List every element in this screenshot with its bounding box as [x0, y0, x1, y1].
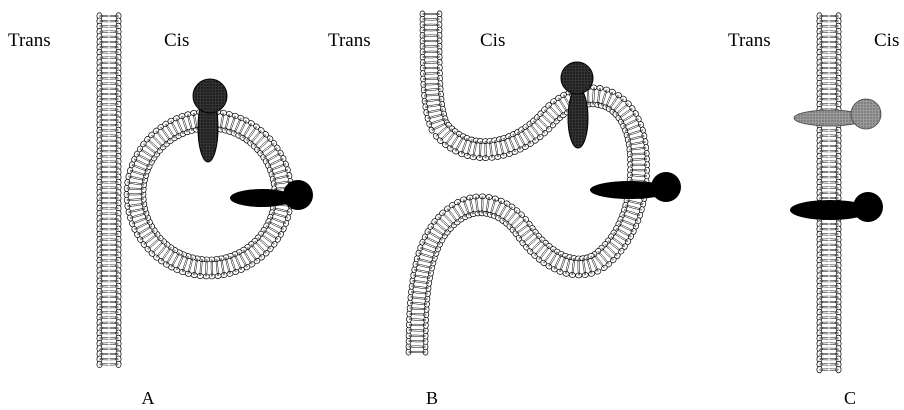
vesicle-protein-a — [193, 79, 227, 162]
panel-b: Trans Cis B — [328, 11, 681, 408]
panel-a: Trans Cis A — [8, 13, 313, 408]
trans-label-a: Trans — [8, 30, 51, 51]
cis-label-c: Cis — [874, 30, 899, 51]
panel-label-a: A — [142, 388, 155, 408]
target-protein-b — [590, 172, 681, 202]
fused-membrane-c — [817, 13, 841, 373]
cis-label-a: Cis — [164, 30, 189, 51]
trans-label-c: Trans — [728, 30, 771, 51]
trans-label-b: Trans — [328, 30, 371, 51]
panel-label-c: C — [844, 388, 856, 408]
panel-c: Trans Cis C — [728, 13, 899, 408]
cis-label-b: Cis — [480, 30, 505, 51]
planar-membrane-a — [97, 13, 121, 368]
panel-label-b: B — [426, 388, 438, 408]
